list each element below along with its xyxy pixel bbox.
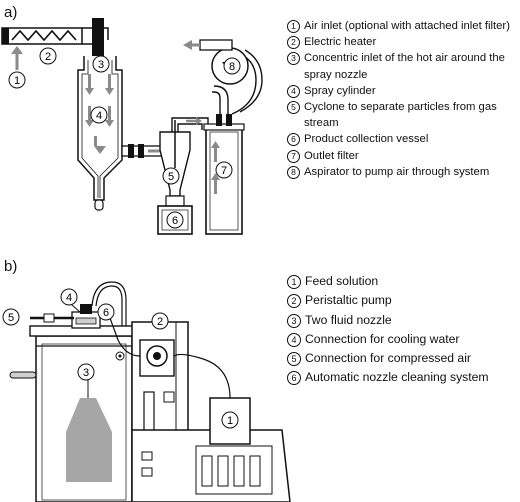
legend-a-item-5: 5 Cyclone to separate particles from gas … <box>287 99 519 131</box>
callout-a-4: 4 <box>90 106 108 124</box>
legend-b-item-3: 3 Two fluid nozzle <box>287 311 517 330</box>
legend-a-text: Outlet filter <box>304 149 359 162</box>
callout-b-5: 5 <box>2 308 20 326</box>
legend-b-text: Two fluid nozzle <box>305 312 392 327</box>
legend-a-item-7: 7 Outlet filter <box>287 148 519 164</box>
legend-a-text: Cyclone to separate particles from gas s… <box>304 101 497 130</box>
legend-b-text: Feed solution <box>305 274 379 288</box>
panel-a-callouts: 1 2 3 4 5 6 7 <box>8 47 241 229</box>
svg-text:3: 3 <box>83 367 89 379</box>
legend-a-text: Concentric inlet of the hot air around t… <box>304 52 505 81</box>
legend-b-item-1: 1 Feed solution <box>287 272 517 291</box>
panel-b-tag: b) <box>4 258 18 275</box>
legend-b-num: 6 <box>287 371 301 386</box>
legend-a-text: Aspirator to pump air through system <box>304 165 490 178</box>
svg-text:6: 6 <box>172 215 178 227</box>
legend-a-num: 6 <box>287 133 300 147</box>
aspirator-duct <box>212 49 263 115</box>
legend-b-item-6: 6 Automatic nozzle cleaning system <box>287 368 517 387</box>
callout-a-1: 1 <box>8 71 26 89</box>
legend-a-item-1: 1 Air inlet (optional with attached inlet… <box>287 18 519 34</box>
callout-b-2: 2 <box>151 312 169 330</box>
legend-b-num: 5 <box>287 352 301 367</box>
callout-b-6: 6 <box>97 303 115 321</box>
legend-a-item-6: 6 Product collection vessel <box>287 131 519 147</box>
legend-a-num: 8 <box>287 165 300 179</box>
callout-a-7: 7 <box>215 161 233 179</box>
legend-b-num: 1 <box>287 275 301 289</box>
legend-b-text: Connection for cooling water <box>305 331 460 346</box>
svg-text:4: 4 <box>96 110 102 122</box>
legend-b-item-5: 5 Connection for compressed air <box>287 349 517 368</box>
svg-text:6: 6 <box>103 307 109 319</box>
panel-b-callouts: 1 2 3 4 5 6 <box>2 288 239 429</box>
legend-b-num: 3 <box>287 313 301 328</box>
callout-a-8: 8 <box>223 57 241 75</box>
legend-a-item-3: 3 Concentric inlet of the hot air around … <box>287 50 519 82</box>
svg-text:1: 1 <box>14 75 20 87</box>
svg-text:3: 3 <box>98 59 104 71</box>
svg-text:1: 1 <box>227 415 233 427</box>
legend-a-num: 2 <box>287 36 300 50</box>
legend-a-num: 5 <box>287 101 300 115</box>
panel-b-legend: 1 Feed solution 2 Peristaltic pump 3 Two fl… <box>287 272 517 388</box>
legend-b-num: 2 <box>287 294 301 309</box>
legend-a-item-4: 4 Spray cylinder <box>287 83 519 99</box>
callout-b-4: 4 <box>60 288 81 313</box>
legend-b-text: Peristaltic pump <box>305 293 392 308</box>
svg-text:8: 8 <box>229 61 235 73</box>
legend-a-num: 7 <box>287 149 300 163</box>
outlet-filter <box>203 114 245 235</box>
svg-text:2: 2 <box>157 316 163 328</box>
panel-b-apparatus <box>9 281 291 502</box>
legend-b-item-2: 2 Peristaltic pump <box>287 291 517 310</box>
legend-a-num: 1 <box>287 20 300 33</box>
callout-b-3: 3 <box>77 363 95 381</box>
legend-b-num: 4 <box>287 332 301 347</box>
svg-text:5: 5 <box>168 171 174 183</box>
legend-a-text: Spray cylinder <box>304 84 376 97</box>
callout-a-6: 6 <box>166 211 184 229</box>
legend-a-item-2: 2 Electric heater <box>287 34 519 50</box>
svg-text:2: 2 <box>45 51 51 63</box>
svg-text:5: 5 <box>8 312 14 324</box>
legend-a-num: 3 <box>287 52 300 66</box>
legend-a-num: 4 <box>287 84 300 98</box>
spray-cylinder <box>77 56 123 211</box>
panel-a-legend: 1 Air inlet (optional with attached inlet… <box>287 18 519 180</box>
legend-a-text: Air inlet (optional with attached inlet … <box>304 20 510 32</box>
cyclone-to-filter-pipe <box>171 117 209 132</box>
legend-a-text: Product collection vessel <box>304 133 429 146</box>
legend-b-text: Connection for compressed air <box>305 351 471 366</box>
callout-a-2: 2 <box>39 47 57 65</box>
cyclone <box>159 120 191 207</box>
panel-a-tag: a) <box>4 4 18 21</box>
legend-a-text: Electric heater <box>304 36 377 49</box>
callout-a-5: 5 <box>162 167 180 185</box>
callout-a-3: 3 <box>92 55 110 73</box>
legend-b-item-4: 4 Connection for cooling water <box>287 330 517 349</box>
air-inlet-arrow <box>11 46 23 70</box>
callout-b-1: 1 <box>221 411 239 429</box>
legend-a-item-8: 8 Aspirator to pump air through system <box>287 164 519 180</box>
svg-text:4: 4 <box>66 292 72 304</box>
svg-text:7: 7 <box>221 165 227 177</box>
legend-b-text: Automatic nozzle cleaning system <box>305 370 489 385</box>
electric-heater <box>1 27 83 45</box>
